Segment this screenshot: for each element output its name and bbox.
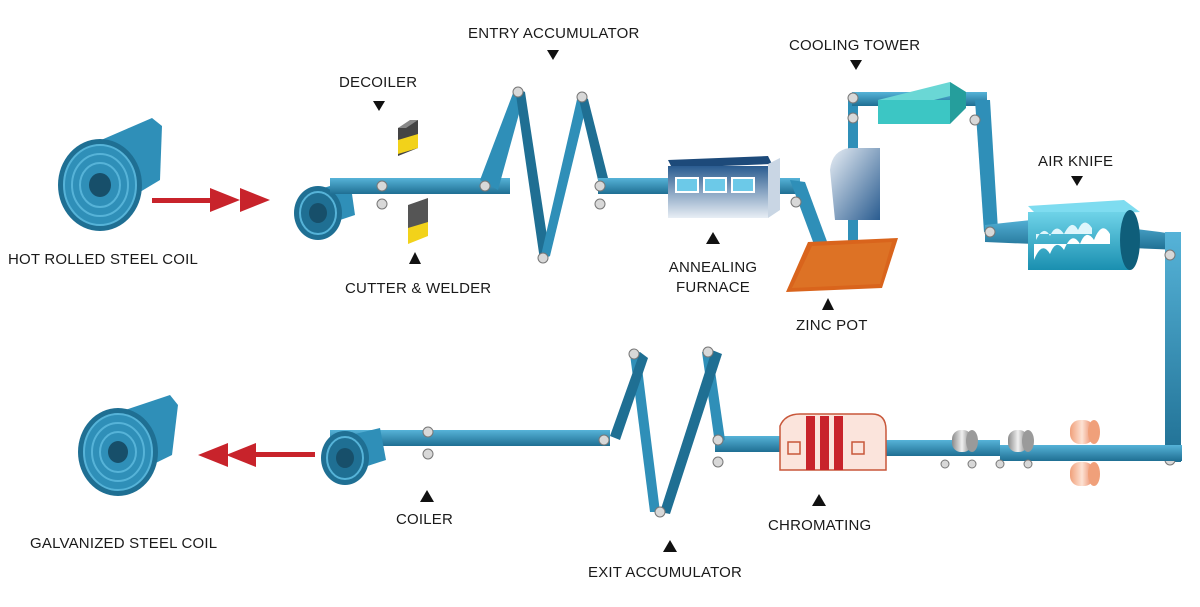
- annealing-furnace-unit: [668, 156, 780, 218]
- entry-accumulator-pointer: [547, 50, 559, 60]
- cutter-welder-pointer: [409, 252, 421, 264]
- hot-rolled-coil-label: HOT ROLLED STEEL COIL: [8, 251, 199, 268]
- annealing-furnace-label-line1: ANNEALING: [668, 259, 758, 276]
- steel-rollers: [952, 430, 1034, 452]
- annealing-furnace-label-line2: FURNACE: [676, 279, 750, 296]
- lower-strip: [330, 350, 1182, 514]
- decoiler-pointer: [373, 101, 385, 111]
- decoiler-coil-icon: [294, 180, 355, 240]
- pointer-markers: [373, 50, 1083, 552]
- exit-accumulator-pointer: [663, 540, 677, 552]
- cooling-tower-pointer: [850, 60, 862, 70]
- annealing-furnace-pointer: [706, 232, 720, 244]
- air-knife-label: AIR KNIFE: [1038, 153, 1114, 170]
- hot-rolled-coil-icon: [58, 118, 162, 231]
- zinc-pot-label: ZINC POT: [796, 317, 868, 334]
- zinc-pot-hood: [830, 148, 880, 220]
- output-direction-arrow: [198, 443, 315, 467]
- air-knife-unit: [1028, 200, 1140, 270]
- lower-rollers: [422, 346, 1033, 518]
- galvanized-coil-icon: [78, 395, 178, 496]
- upper-rollers: [376, 86, 1176, 466]
- exit-accumulator-label: EXIT ACCUMULATOR: [588, 564, 743, 581]
- galvanized-coil-label: GALVANIZED STEEL COIL: [30, 535, 218, 552]
- copper-rollers: [1070, 420, 1100, 486]
- chromating-pointer: [812, 494, 826, 506]
- zinc-pot-unit: [786, 238, 898, 292]
- chromating-unit: [779, 413, 887, 471]
- cooling-tower-label: COOLING TOWER: [789, 37, 921, 54]
- coiler-label: COILER: [396, 511, 454, 528]
- cooling-tower-unit: [878, 82, 966, 124]
- entry-accumulator-label: ENTRY ACCUMULATOR: [468, 25, 640, 42]
- zinc-pot-pointer: [822, 298, 834, 310]
- decoiler-unit: [398, 120, 418, 156]
- input-direction-arrow: [152, 188, 270, 212]
- cutter-welder-label: CUTTER & WELDER: [345, 280, 492, 297]
- coiler-pointer: [420, 490, 434, 502]
- chromating-label: CHROMATING: [768, 517, 872, 534]
- coiler-coil-icon: [321, 428, 386, 485]
- decoiler-label: DECOILER: [339, 74, 418, 91]
- air-knife-pointer: [1071, 176, 1083, 186]
- cutter-welder-unit: [408, 198, 428, 244]
